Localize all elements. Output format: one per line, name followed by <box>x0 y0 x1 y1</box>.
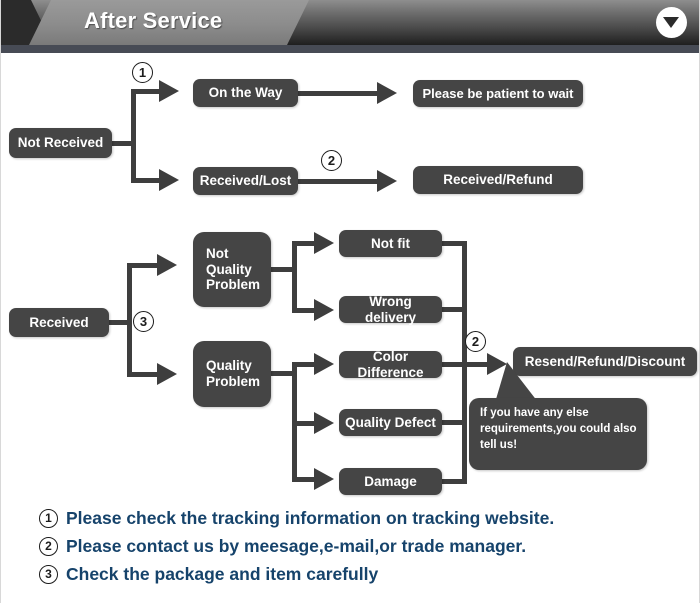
connector-not-quality-stub <box>271 267 296 272</box>
connector-quality-defect-to-bus <box>442 420 466 425</box>
node-damage[interactable]: Damage <box>339 468 442 495</box>
legend: 1 Please check the tracking information … <box>39 505 679 589</box>
node-wrong-delivery[interactable]: Wrong delivery <box>339 294 442 325</box>
connector-not-received-bracket <box>131 89 136 183</box>
connector-not-received-stub <box>112 141 135 146</box>
node-received-lost[interactable]: Received/Lost <box>193 167 298 195</box>
connector-not-quality-bracket <box>292 241 297 313</box>
header-underbar <box>1 45 699 53</box>
legend-text-2: Please contact us by meesage,e-mail,or t… <box>66 535 527 556</box>
node-please-be-patient[interactable]: Please be patient to wait <box>413 80 583 107</box>
arrow-to-not-quality-problem <box>157 254 177 276</box>
legend-marker-1: 1 <box>39 508 58 528</box>
connector-branch-on-the-way <box>131 89 162 94</box>
page-title: After Service <box>84 8 223 33</box>
connector-color-difference-to-bus <box>442 362 466 367</box>
legend-item: 1 Please check the tracking information … <box>39 505 679 531</box>
legend-marker-3: 3 <box>39 564 58 584</box>
node-color-difference[interactable]: Color Difference <box>339 349 442 380</box>
connector-quality-stub <box>271 371 296 376</box>
caret-down-icon[interactable] <box>656 7 687 38</box>
arrow-to-wrong-delivery <box>314 299 334 321</box>
connector-reason-wrong-delivery <box>292 308 317 313</box>
step-marker-1: 1 <box>132 62 153 83</box>
legend-item: 3 Check the package and item carefully <box>39 561 679 587</box>
connector-wrong-delivery-to-bus <box>442 307 466 312</box>
header-banner: After Service <box>1 0 699 45</box>
arrow-to-quality-defect <box>314 412 334 434</box>
legend-text-3: Check the package and item carefully <box>66 563 379 584</box>
connector-reason-color-difference <box>292 362 317 367</box>
connector-received-stub <box>109 320 131 325</box>
arrow-to-received-refund <box>377 170 397 192</box>
arrow-to-color-difference <box>314 353 334 375</box>
node-not-fit[interactable]: Not fit <box>339 230 442 257</box>
connector-received-lost-to-outcome <box>298 179 383 184</box>
connector-branch-quality <box>127 372 160 377</box>
legend-text-1: Please check the tracking information on… <box>66 507 555 528</box>
legend-marker-2: 2 <box>39 536 58 556</box>
connector-reason-not-fit <box>292 241 317 246</box>
node-not-quality-problem[interactable]: Not Quality Problem <box>193 232 271 307</box>
step-marker-2-top: 2 <box>321 150 342 171</box>
arrow-to-patient-wait <box>377 82 397 104</box>
node-resend-refund-discount[interactable]: Resend/Refund/Discount <box>513 347 697 376</box>
connector-not-fit-to-bus <box>442 241 466 246</box>
step-marker-3: 3 <box>133 311 154 332</box>
node-on-the-way[interactable]: On the Way <box>193 79 298 107</box>
speech-bubble-note: If you have any else requirements,you co… <box>469 398 647 470</box>
arrow-to-quality-problem <box>157 363 177 385</box>
connector-bus-to-outcome <box>462 362 490 367</box>
node-not-received[interactable]: Not Received <box>9 128 112 158</box>
connector-reason-quality-defect <box>292 421 317 426</box>
connector-damage-to-bus <box>442 479 466 484</box>
connector-on-the-way-to-outcome <box>298 91 383 96</box>
arrow-to-on-the-way <box>159 80 179 102</box>
connector-received-bracket <box>127 263 132 377</box>
connector-branch-received-lost <box>131 178 162 183</box>
node-quality-defect[interactable]: Quality Defect <box>339 409 442 436</box>
node-received-refund[interactable]: Received/Refund <box>413 166 583 194</box>
node-quality-problem[interactable]: Quality Problem <box>193 341 271 407</box>
arrow-to-received-lost <box>159 169 179 191</box>
connector-reason-damage <box>292 477 317 482</box>
arrow-to-not-fit <box>314 232 334 254</box>
header-light-band <box>29 0 309 45</box>
node-received[interactable]: Received <box>9 308 109 337</box>
connector-branch-not-quality <box>127 263 160 268</box>
legend-item: 2 Please contact us by meesage,e-mail,or… <box>39 533 679 559</box>
step-marker-2-bottom: 2 <box>465 331 486 352</box>
arrow-to-damage <box>314 468 334 490</box>
caret-down-glyph <box>663 17 679 28</box>
